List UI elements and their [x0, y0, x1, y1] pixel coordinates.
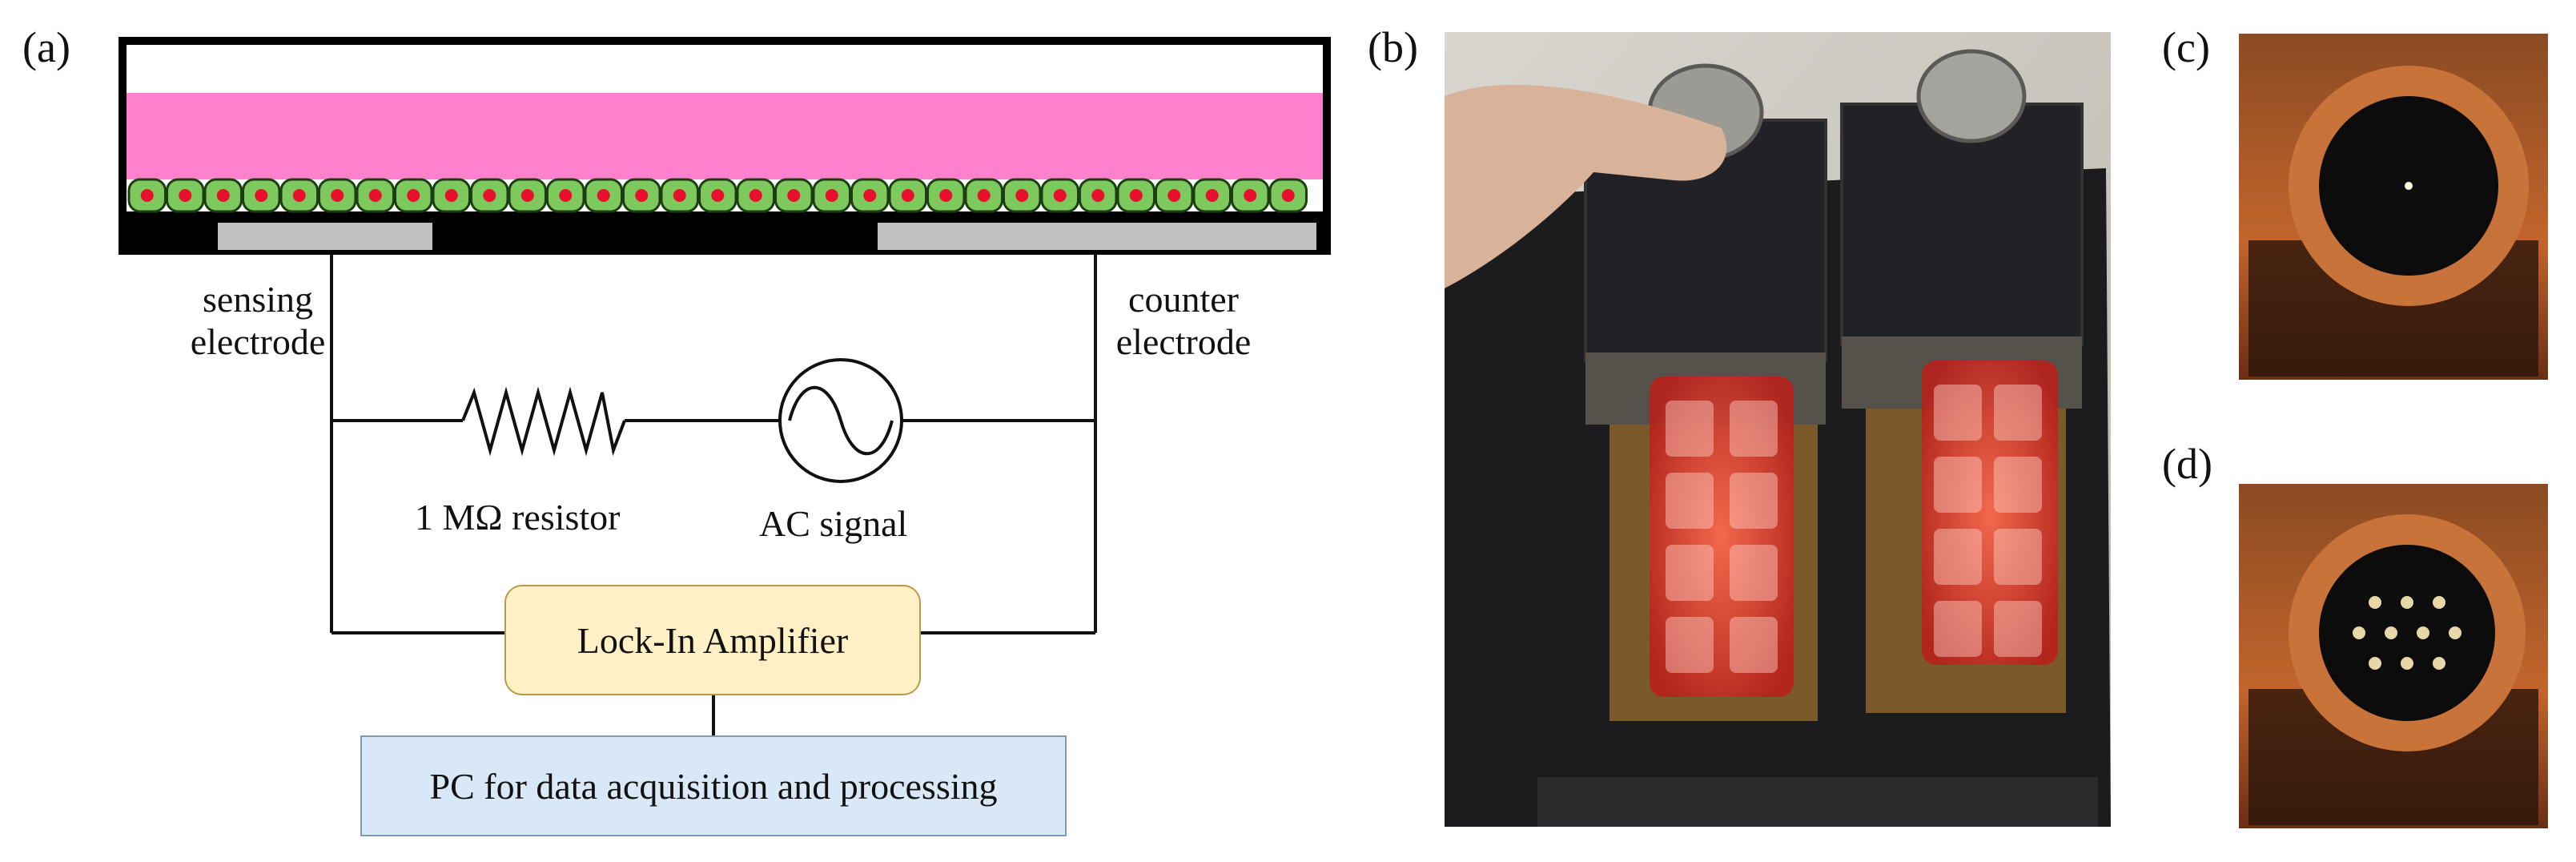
- cell-nucleus: [140, 189, 154, 202]
- ac-source-symbol: [778, 358, 903, 483]
- cell-nucleus: [597, 189, 610, 202]
- cell-nucleus: [292, 189, 306, 202]
- cell-nucleus: [444, 189, 458, 202]
- counter-label-line1: counter: [1128, 279, 1239, 320]
- cell-nucleus: [368, 189, 382, 202]
- cell-nucleus: [711, 189, 725, 202]
- cell-nucleus: [1281, 189, 1295, 202]
- clamp-knob-right: [1916, 49, 2027, 143]
- cell-nucleus: [520, 189, 534, 202]
- lock-in-amplifier-label: Lock-In Amplifier: [577, 619, 849, 661]
- culture-chamber: [119, 37, 1331, 255]
- lock-in-amplifier-box: Lock-In Amplifier: [504, 585, 921, 695]
- pc-label: PC for data acquisition and processing: [429, 765, 998, 807]
- panel-label-c: (c): [2162, 23, 2210, 71]
- cell-nucleus: [1015, 189, 1029, 202]
- operator-hand: [1445, 84, 1727, 288]
- resistor-symbol: [461, 386, 626, 457]
- cell-nucleus: [1129, 189, 1143, 202]
- ac-signal-label: AC signal: [759, 503, 908, 544]
- electrode-dot-array: [2353, 596, 2461, 670]
- sensing-label-line2: electrode: [190, 320, 326, 362]
- cell-nucleus: [1167, 189, 1181, 202]
- cell-monolayer: [127, 178, 1308, 213]
- cell-nucleus: [179, 189, 192, 202]
- cell-nucleus: [1091, 189, 1105, 202]
- cell-nucleus: [1244, 189, 1257, 202]
- cell-nucleus: [331, 189, 344, 202]
- cell-nucleus: [787, 189, 801, 202]
- resistor-label: 1 MΩ resistor: [415, 497, 621, 538]
- electrode-array-left: [1650, 377, 1794, 697]
- cell-nucleus: [1053, 189, 1067, 202]
- circuit-wires: [330, 255, 1097, 735]
- panel-label-a: (a): [22, 23, 70, 71]
- cell-nucleus: [255, 189, 268, 202]
- cell-nucleus: [559, 189, 573, 202]
- cell-nucleus: [749, 189, 762, 202]
- counter-electrode-pad: [878, 223, 1316, 250]
- panel-label-d: (d): [2162, 440, 2212, 488]
- cell-nucleus: [825, 189, 838, 202]
- multi-electrode-well-photo: [2239, 484, 2548, 828]
- sensing-electrode-pad: [218, 223, 432, 250]
- electrode-array-right: [1922, 361, 2058, 665]
- working-electrode-dot: [2405, 182, 2413, 190]
- cell-nucleus: [1205, 189, 1219, 202]
- sensing-label-line1: sensing: [203, 279, 313, 320]
- cell-nucleus: [939, 189, 953, 202]
- single-electrode-well-photo: [2239, 34, 2548, 380]
- cell-nucleus: [407, 189, 420, 202]
- cell-nucleus: [483, 189, 496, 202]
- cell-nucleus: [673, 189, 686, 202]
- counter-label-line2: electrode: [1115, 320, 1252, 362]
- sensing-electrode-label: sensing electrode: [186, 279, 330, 364]
- cell-nucleus: [216, 189, 230, 202]
- cell-nucleus: [901, 189, 914, 202]
- panel-label-b: (b): [1368, 23, 1418, 71]
- ecis-station-photo: [1445, 32, 2111, 827]
- cell-nucleus: [863, 189, 877, 202]
- pc-box: PC for data acquisition and processing: [360, 735, 1067, 836]
- culture-medium: [127, 93, 1323, 179]
- cell-nucleus: [977, 189, 991, 202]
- counter-electrode-label: counter electrode: [1103, 279, 1264, 364]
- cell-nucleus: [635, 189, 649, 202]
